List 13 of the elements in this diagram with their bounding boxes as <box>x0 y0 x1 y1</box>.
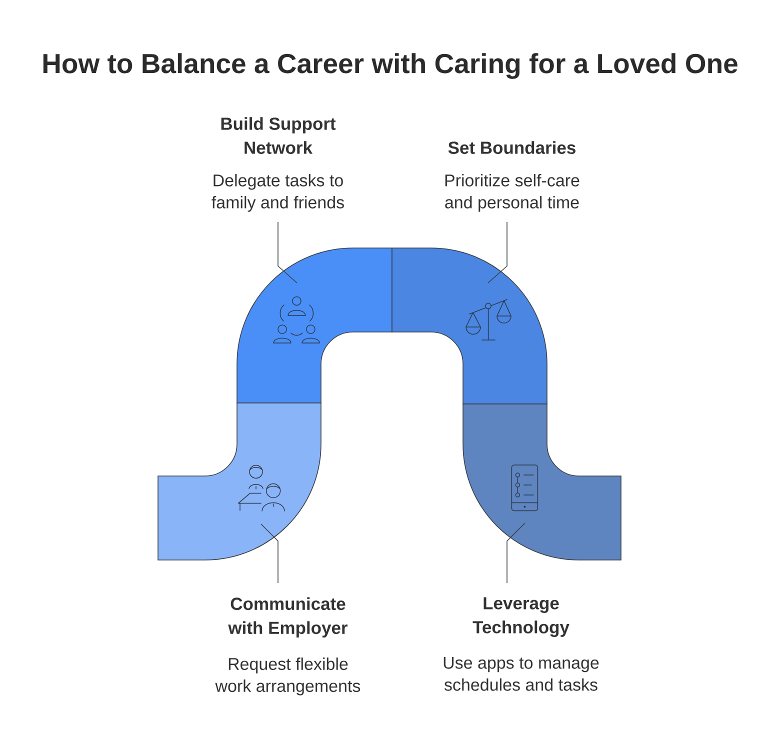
heading: Build Support Network <box>221 117 336 154</box>
heading: Leverage Technology <box>472 597 570 637</box>
heading: Set Boundaries <box>448 141 576 154</box>
description: Use apps to manage schedules and tasks <box>444 656 599 691</box>
leader-line <box>278 222 298 284</box>
leader-line <box>488 222 508 284</box>
title: How to Balance a Career with Caring for a Loved One <box>43 53 738 79</box>
leader-line <box>260 524 278 584</box>
description: Prioritize self-care and personal time <box>445 174 580 212</box>
leader-line <box>506 522 526 584</box>
heading: Communicate with Employer <box>228 597 348 638</box>
description: Request flexible work arrangements <box>215 658 360 696</box>
description: Delegate tasks to family and friends <box>212 174 344 212</box>
